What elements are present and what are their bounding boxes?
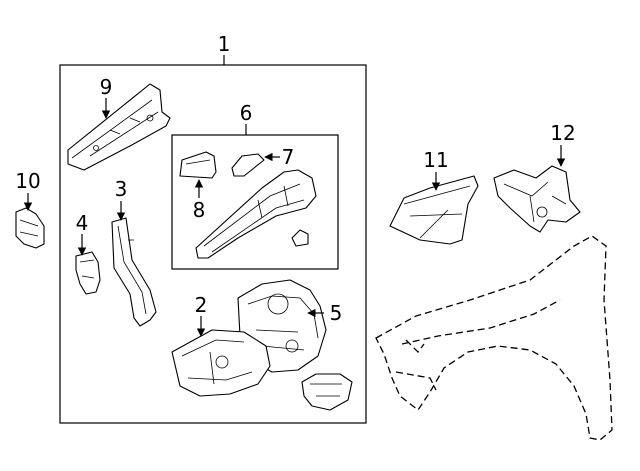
part-11-splash-shield bbox=[389, 175, 479, 245]
callout-4: 4 bbox=[76, 211, 89, 235]
callout-3: 3 bbox=[115, 177, 128, 201]
callout-7: 7 bbox=[282, 145, 295, 169]
callout-11: 11 bbox=[423, 148, 448, 172]
callout-8: 8 bbox=[193, 198, 206, 222]
part-8-plate bbox=[179, 151, 217, 179]
callout-1: 1 bbox=[218, 32, 231, 56]
part-6-side-rail bbox=[195, 169, 317, 259]
subassembly-frame-6 bbox=[171, 134, 339, 270]
callout-2: 2 bbox=[195, 293, 208, 317]
callout-5: 5 bbox=[330, 301, 343, 325]
callout-6: 6 bbox=[240, 101, 253, 125]
part-2-apron-lower bbox=[171, 329, 271, 397]
callout-10: 10 bbox=[15, 169, 40, 193]
callout-12: 12 bbox=[550, 121, 575, 145]
part-4-bracket bbox=[75, 251, 101, 295]
part-9-upper-rail bbox=[67, 83, 171, 171]
assembly-frame-1 bbox=[59, 64, 367, 424]
part-5-lower-bracket bbox=[301, 373, 353, 411]
part-12-fender-bracket bbox=[493, 165, 581, 233]
part-10-clip bbox=[15, 207, 45, 249]
part-3-reinforcement bbox=[111, 217, 157, 327]
fender-outline-reference bbox=[375, 235, 613, 441]
part-7-gusset bbox=[231, 153, 265, 177]
callout-9: 9 bbox=[100, 75, 113, 99]
